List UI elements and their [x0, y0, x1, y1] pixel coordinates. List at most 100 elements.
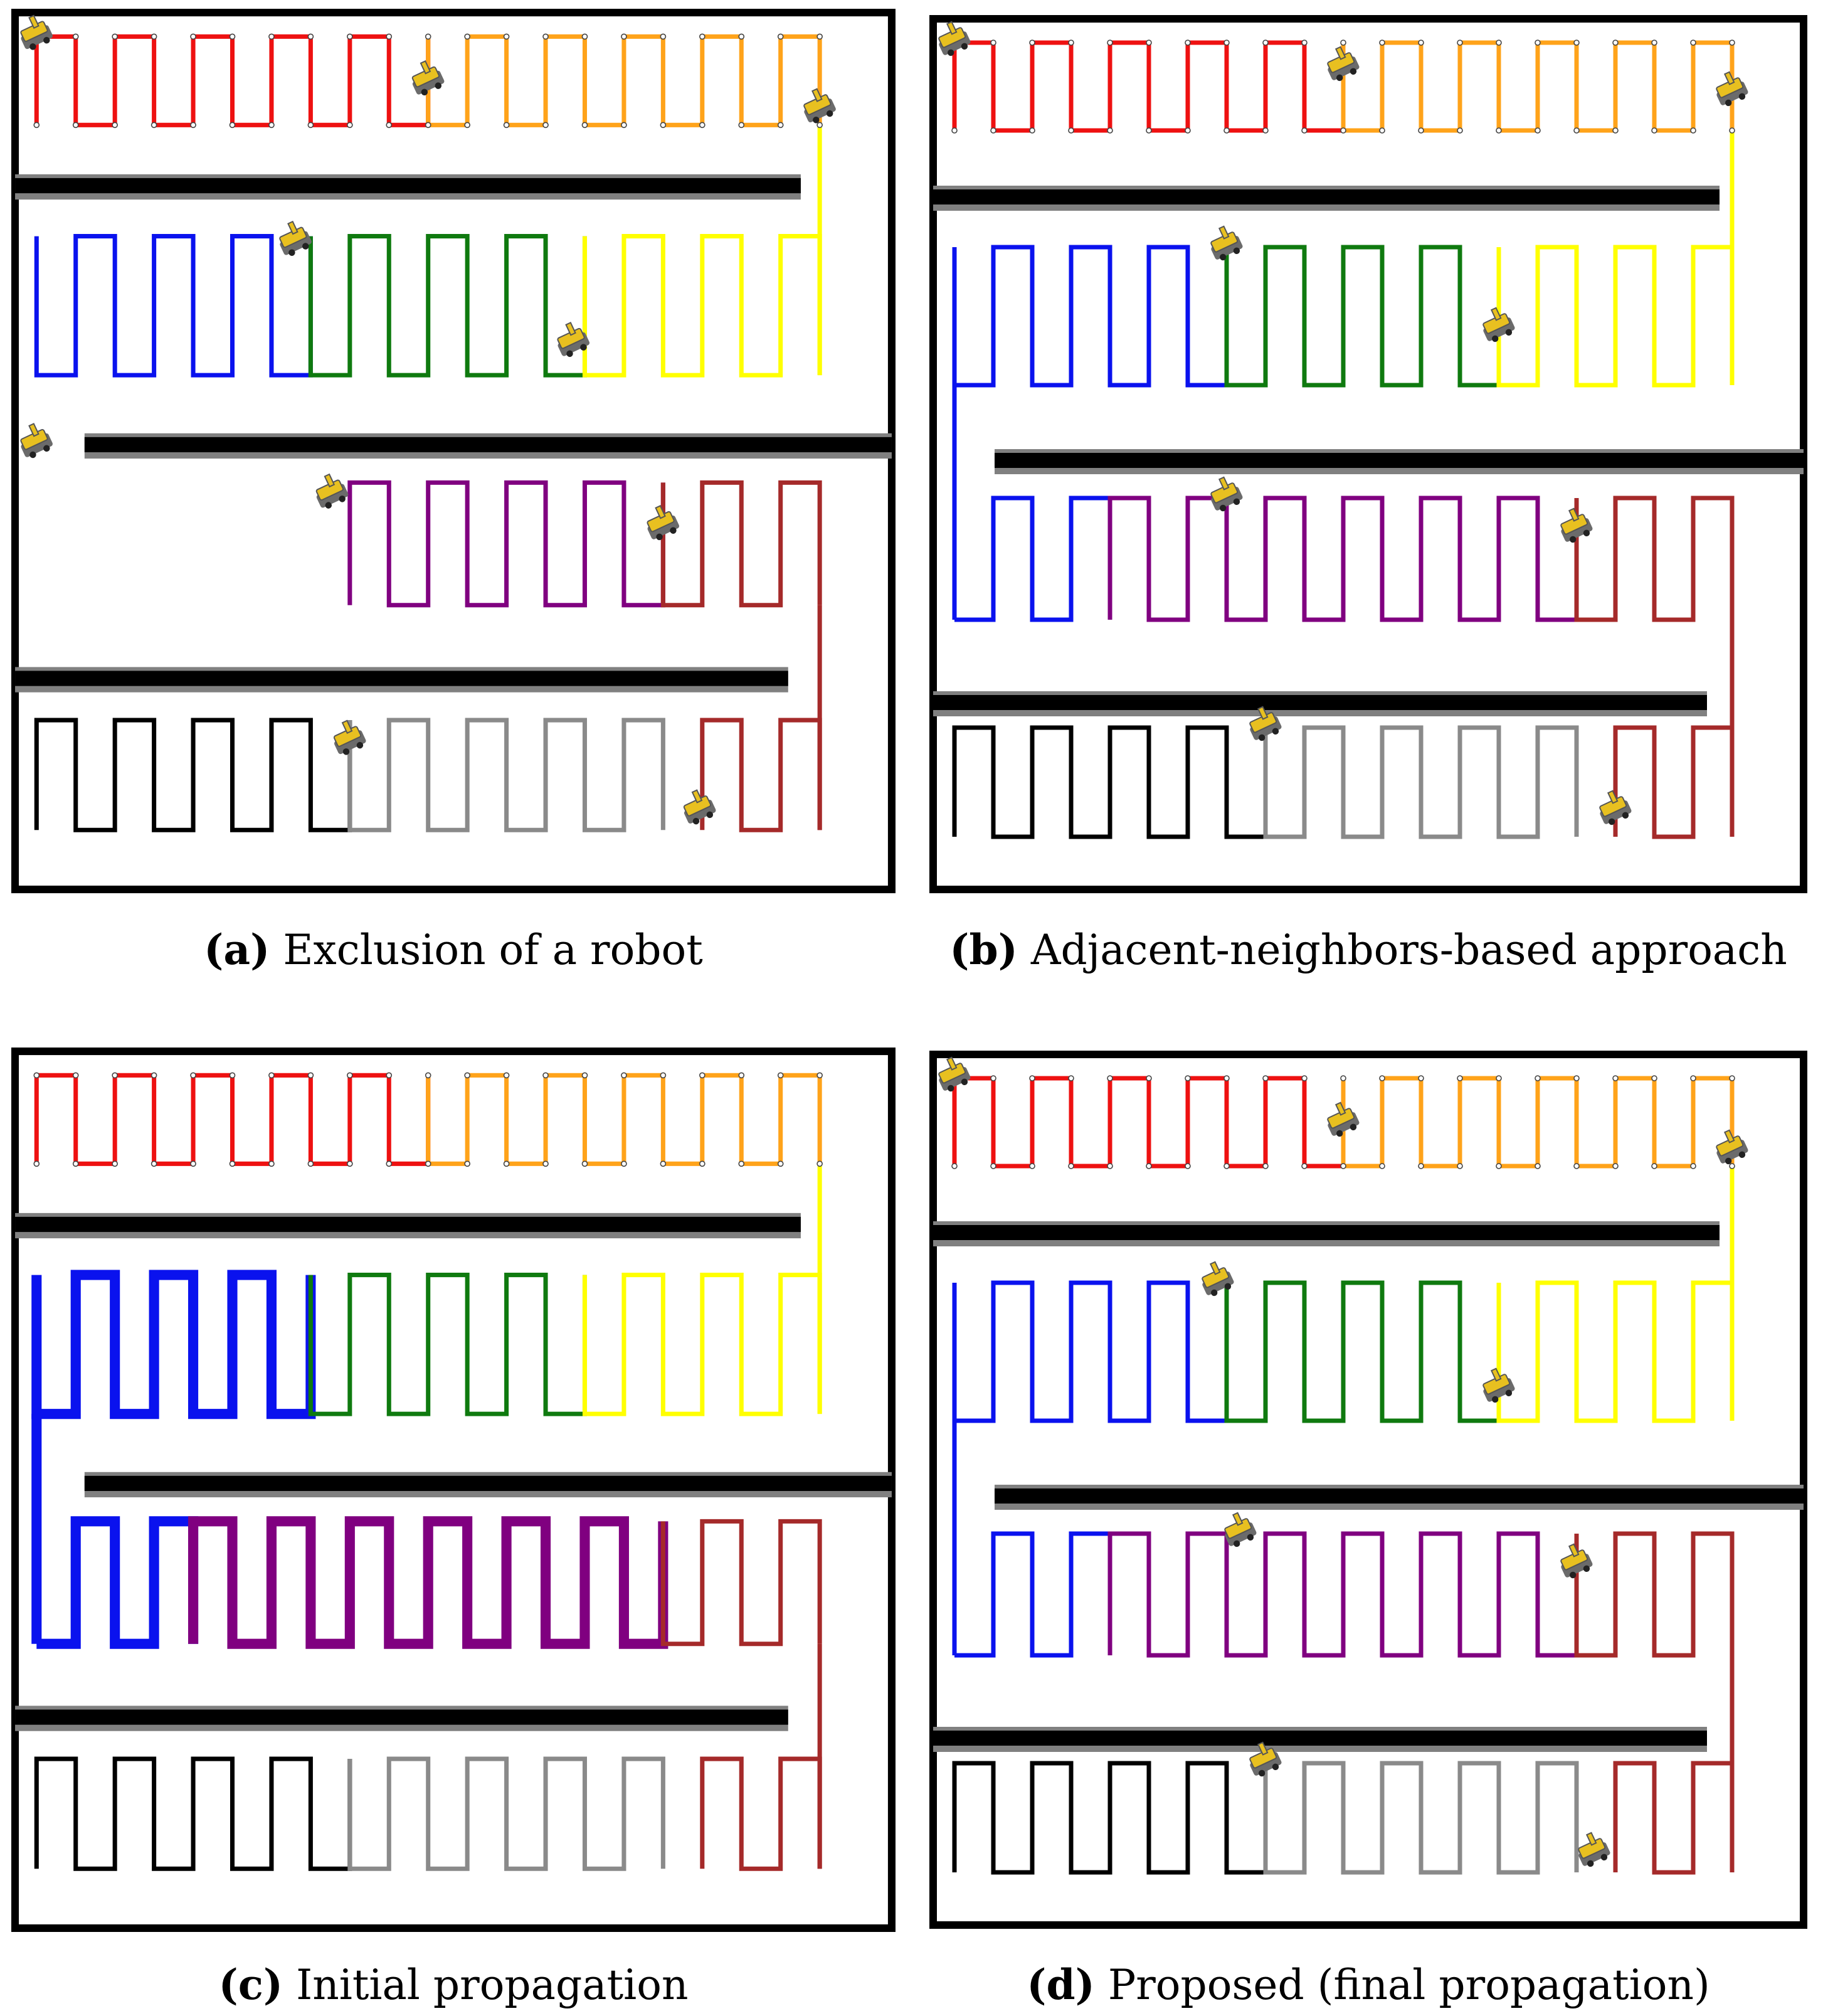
waypoint — [1573, 1163, 1580, 1169]
waypoint — [1418, 1163, 1424, 1169]
waypoint — [738, 1160, 745, 1167]
robot-body — [1202, 1267, 1230, 1288]
waypoint — [151, 1072, 157, 1079]
robot-icon — [1327, 46, 1360, 82]
waypoint — [1651, 127, 1657, 134]
robot-wheel — [961, 1078, 968, 1086]
waypoint — [1146, 40, 1152, 46]
environment — [11, 1048, 896, 1932]
robot-arm — [1490, 307, 1502, 321]
coverage-path-brown — [660, 480, 822, 608]
robot-icon — [1578, 1832, 1610, 1867]
waypoint — [1146, 1163, 1152, 1169]
waypoint — [464, 1160, 470, 1167]
robot-wheel — [1622, 812, 1629, 819]
waypoint — [1185, 40, 1191, 46]
waypoint — [1068, 127, 1074, 134]
robot-body — [1482, 313, 1511, 334]
waypoint — [1340, 40, 1346, 46]
wall-2 — [84, 1475, 892, 1492]
waypoint — [660, 1072, 667, 1079]
robot-icon — [647, 505, 680, 541]
robot-arm — [1334, 1101, 1346, 1116]
caption-b-text: Adjacent-neighbors-based approach — [1030, 926, 1787, 974]
waypoint — [1729, 127, 1735, 134]
coverage-path-brown — [700, 718, 822, 832]
robot-wheel — [1491, 335, 1499, 342]
waypoint — [1651, 1075, 1657, 1081]
waypoint — [1185, 127, 1191, 134]
robot-arm — [1218, 476, 1230, 491]
panel-b-diagram — [929, 15, 1807, 893]
waypoint — [1612, 127, 1619, 134]
environment — [929, 15, 1807, 893]
wall-1 — [15, 178, 801, 194]
waypoint — [1690, 1075, 1696, 1081]
coverage-path-blue — [952, 1280, 1229, 1423]
waypoint — [621, 33, 627, 40]
robot-body — [1327, 52, 1355, 73]
robot-wheel — [288, 249, 295, 256]
robot-wheel — [1233, 498, 1240, 506]
waypoint — [699, 1072, 705, 1079]
robot-icon — [1560, 1543, 1593, 1579]
waypoint — [1573, 40, 1580, 46]
robot-body — [1599, 796, 1627, 817]
wall-3 — [15, 1709, 788, 1725]
waypoint — [268, 122, 275, 129]
waypoint — [1690, 40, 1696, 46]
waypoint — [503, 122, 510, 129]
wall-1 — [933, 189, 1720, 204]
waypoint — [1729, 40, 1735, 46]
robot-wheel — [1505, 1389, 1513, 1397]
coverage-path-blue — [31, 1270, 316, 1419]
waypoint — [190, 33, 196, 40]
waypoint — [112, 33, 119, 40]
robot-icon — [1560, 507, 1593, 543]
waypoint — [699, 1160, 705, 1167]
panel-b — [929, 15, 1807, 893]
waypoint — [990, 1075, 996, 1081]
robot-wheel — [947, 1085, 954, 1092]
coverage-path-green — [308, 1273, 588, 1416]
waypoint — [1457, 40, 1463, 46]
waypoint — [1301, 127, 1308, 134]
robot-body — [1560, 514, 1588, 535]
waypoint — [660, 33, 667, 40]
robot-body — [647, 511, 675, 533]
waypoint — [1535, 40, 1541, 46]
robot-wheel — [1608, 818, 1615, 825]
waypoint — [425, 33, 431, 40]
caption-d-label: (d) — [1027, 1960, 1095, 2009]
waypoint — [1612, 1075, 1619, 1081]
coverage-path-orange — [426, 1073, 822, 1166]
caption-c-label: (c) — [218, 1960, 283, 2009]
waypoint — [1146, 127, 1152, 134]
coverage-path-brown — [1574, 496, 1735, 622]
waypoint — [1535, 1163, 1541, 1169]
caption-c-text: Initial propagation — [296, 1961, 689, 2009]
robot-arm — [811, 88, 823, 102]
robot-body — [1327, 1108, 1355, 1129]
waypoint — [72, 33, 79, 40]
robot-wheel — [566, 350, 573, 358]
waypoint — [112, 1072, 119, 1079]
robot-icon — [1482, 307, 1515, 342]
waypoint — [1690, 127, 1696, 134]
robot-wheel — [826, 110, 833, 117]
waypoint — [1379, 40, 1385, 46]
robot-wheel — [1350, 1123, 1357, 1131]
waypoint — [464, 122, 470, 129]
waypoint — [1651, 40, 1657, 46]
waypoint — [1457, 1075, 1463, 1081]
robot-icon — [1249, 706, 1282, 741]
waypoint — [112, 122, 119, 129]
coverage-path-red — [952, 40, 1346, 133]
waypoint — [1223, 1163, 1230, 1169]
waypoint — [1612, 40, 1619, 46]
robot-arm — [1568, 507, 1580, 522]
waypoint — [1573, 1075, 1580, 1081]
robot-icon — [20, 14, 53, 50]
caption-b: (b) Adjacent-neighbors-based approach — [929, 925, 1807, 974]
wall-3 — [15, 671, 788, 686]
